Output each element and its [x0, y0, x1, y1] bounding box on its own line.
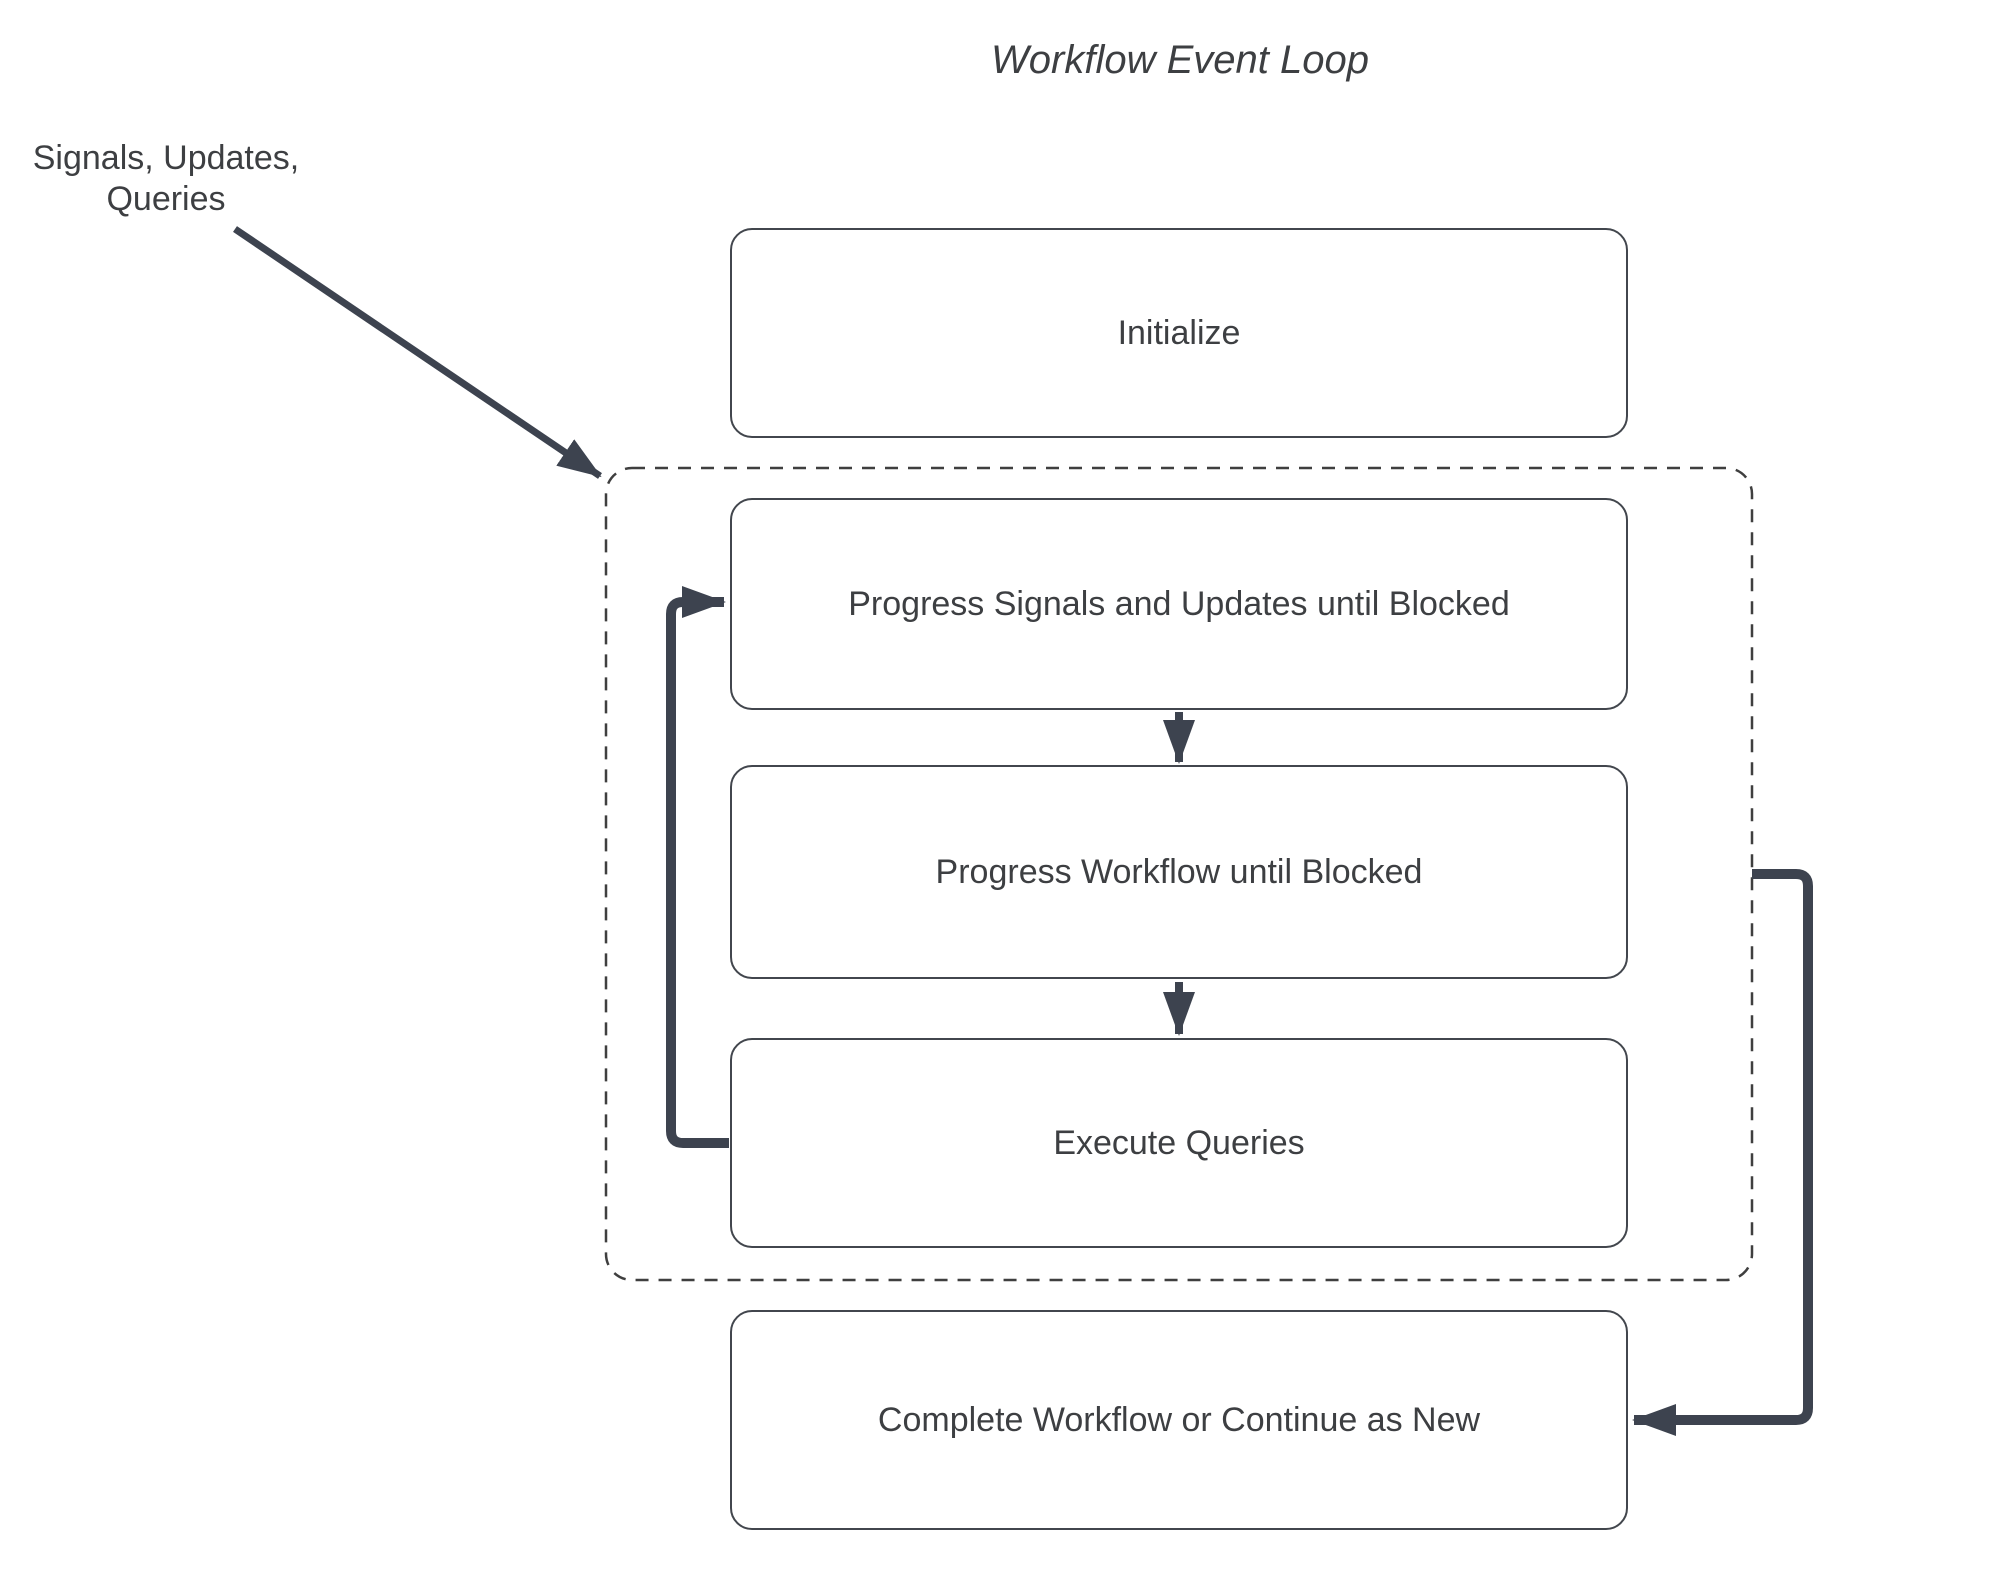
node-progress-workflow-label: Progress Workflow until Blocked [935, 852, 1423, 891]
signals-input-arrow [233, 226, 602, 479]
diagram-title: Workflow Event Loop [991, 38, 1369, 82]
node-complete-workflow: Complete Workflow or Continue as New [730, 1310, 1628, 1530]
arrow-loop-back [666, 586, 729, 1148]
node-progress-workflow: Progress Workflow until Blocked [730, 765, 1628, 979]
node-complete-workflow-label: Complete Workflow or Continue as New [877, 1400, 1481, 1439]
node-execute-queries-label: Execute Queries [1053, 1123, 1305, 1162]
annotation-line-2: Queries [106, 180, 226, 218]
node-progress-signals-label: Progress Signals and Updates until Block… [848, 584, 1510, 623]
arrow-loop-exit [1632, 869, 1813, 1436]
signals-updates-queries-label: Signals, Updates, Queries [18, 138, 314, 220]
node-initialize: Initialize [730, 228, 1628, 438]
node-progress-signals: Progress Signals and Updates until Block… [730, 498, 1628, 710]
node-initialize-label: Initialize [1117, 313, 1241, 352]
node-execute-queries: Execute Queries [730, 1038, 1628, 1248]
annotation-line-1: Signals, Updates, [32, 139, 300, 177]
